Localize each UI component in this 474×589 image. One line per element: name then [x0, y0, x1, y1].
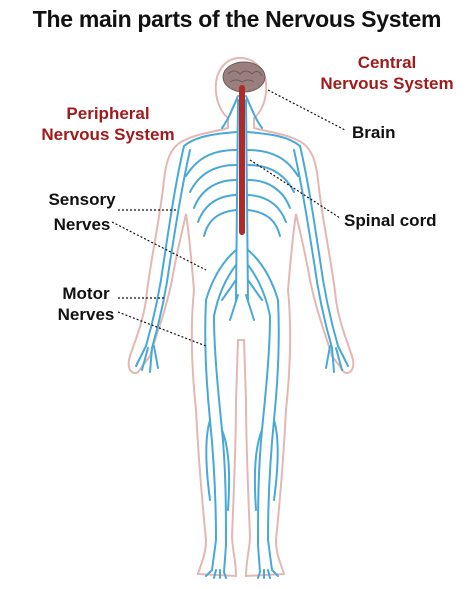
sensory-leader-2 [111, 221, 207, 271]
spinal-cord-leader [249, 159, 341, 219]
spinal-cord-label: Spinal cord [344, 211, 437, 230]
body-outline [127, 56, 355, 578]
brain-folds [227, 70, 263, 83]
brain-label: Brain [352, 123, 396, 142]
central-nervous-system-label: Central Nervous System [312, 52, 462, 94]
central-label-line2: Nervous System [320, 74, 454, 93]
motor-label-line1: Motor [62, 284, 110, 303]
sensory-label-line2: Nerves [53, 215, 111, 234]
peripheral-label-line2: Nervous System [41, 125, 175, 144]
motor-nerves-label: Motor Nerves [46, 283, 126, 325]
motor-label-line2: Nerves [57, 305, 115, 324]
nerve-network [135, 95, 349, 579]
page-title: The main parts of the Nervous System [32, 6, 442, 32]
brain-leader [267, 89, 346, 131]
central-label-line1: Central [357, 53, 417, 72]
peripheral-label-line1: Peripheral [66, 104, 150, 123]
sensory-label-line1: Sensory [48, 190, 116, 209]
peripheral-nervous-system-label: Peripheral Nervous System [28, 103, 188, 145]
sensory-nerves-label: Sensory Nerves [38, 189, 126, 235]
leader-lines [111, 89, 346, 347]
